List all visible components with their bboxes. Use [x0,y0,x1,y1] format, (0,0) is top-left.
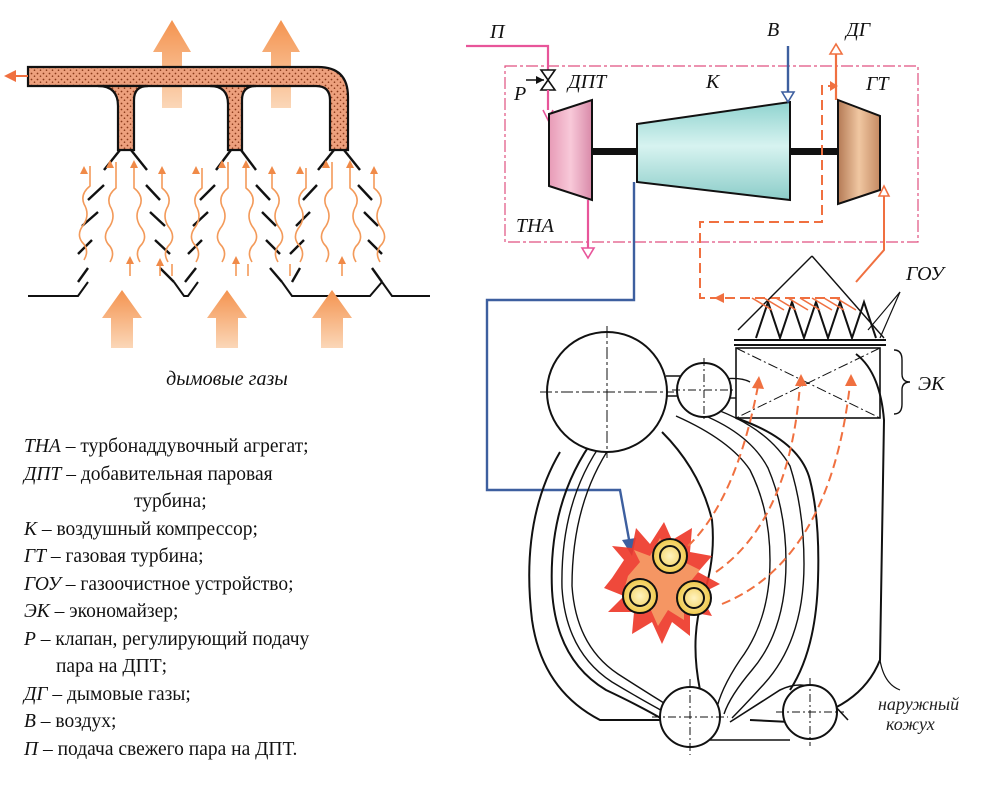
tube-bank [77,149,383,283]
gas-bypass-line [699,85,840,299]
label-aux-turbine: ДПТ [566,71,608,93]
gas-flow-arrows [78,162,386,276]
legend-item: ГТ – газовая турбина; [24,546,204,567]
label-outer-casing-2: кожух [886,714,935,734]
legend-item: ГОУ – газоочистное устройство; [24,573,294,595]
label-economizer: ЭК [918,373,946,395]
aux-steam-turbine [548,98,593,202]
legend-item: П – подача свежего пара на ДПТ. [24,738,298,760]
label-air: В [767,19,779,41]
legend-item: Р – клапан, регулирующий подачу пара на … [24,628,310,678]
lower-drum [652,679,728,755]
casing-leader [879,659,901,691]
economizer-brace [893,349,911,415]
legend-item: ДГ – дымовые газы; [24,683,191,705]
inlet-arrow-1 [102,290,142,348]
exhaust-arrow-right [262,20,300,108]
smoke-section: дымовые газы [4,20,430,390]
filter-elements [755,298,877,342]
label-valve: Р [513,83,526,105]
legend: ТНА – турбонаддувочный агрегат; ДПТ – до… [24,433,424,763]
hot-gas-arrowheads [752,374,857,389]
shaft-right [790,148,838,155]
side-drum [776,678,844,746]
label-gas-cleaning: ГОУ [905,263,946,285]
steam-valve[interactable] [526,69,557,91]
economizer [735,347,911,419]
unit-boundary [504,65,919,243]
gas-flow-arrowheads [80,160,378,266]
gas-cleaning-device [734,255,901,346]
upper-drum [540,326,674,458]
gas-turbine [837,98,881,206]
legend-item: К – воздушный компрессор; [24,518,258,540]
air-compressor [636,100,791,202]
steam-header-duct [4,65,350,152]
inlet-arrow-3 [312,290,352,348]
label-outer-casing-1: наружный [878,694,959,714]
steam-supply-line [466,44,550,76]
smoke-gases-caption: дымовые газы [166,368,288,390]
exhaust-arrow-left [153,20,191,108]
compressed-air-line [485,182,636,546]
furnace-floor [28,281,430,297]
gas-to-turbine-line [855,192,885,283]
hot-gas-paths [687,383,851,605]
burner-1 [652,538,688,574]
label-compressor: К [705,71,721,93]
legend-item: ДПТ – добавительная паровая турбина; [24,463,273,513]
legend-item: ЭК – экономайзер; [24,601,179,622]
label-flue-gas: ДГ [844,19,872,41]
legend-item: В – воздух; [24,711,117,732]
turbocharger-unit [466,42,919,556]
burner-2 [622,578,658,614]
inlet-arrow-2 [207,290,247,348]
label-gas-turbine: ГТ [865,73,890,95]
shaft-left [592,148,638,155]
label-steam-supply: П [489,21,506,43]
burner-3 [676,580,712,616]
legend-item: ТНА – турбонаддувочный агрегат; [24,436,309,457]
label-turbo-unit: ТНА [516,215,555,237]
small-drum [672,358,736,422]
